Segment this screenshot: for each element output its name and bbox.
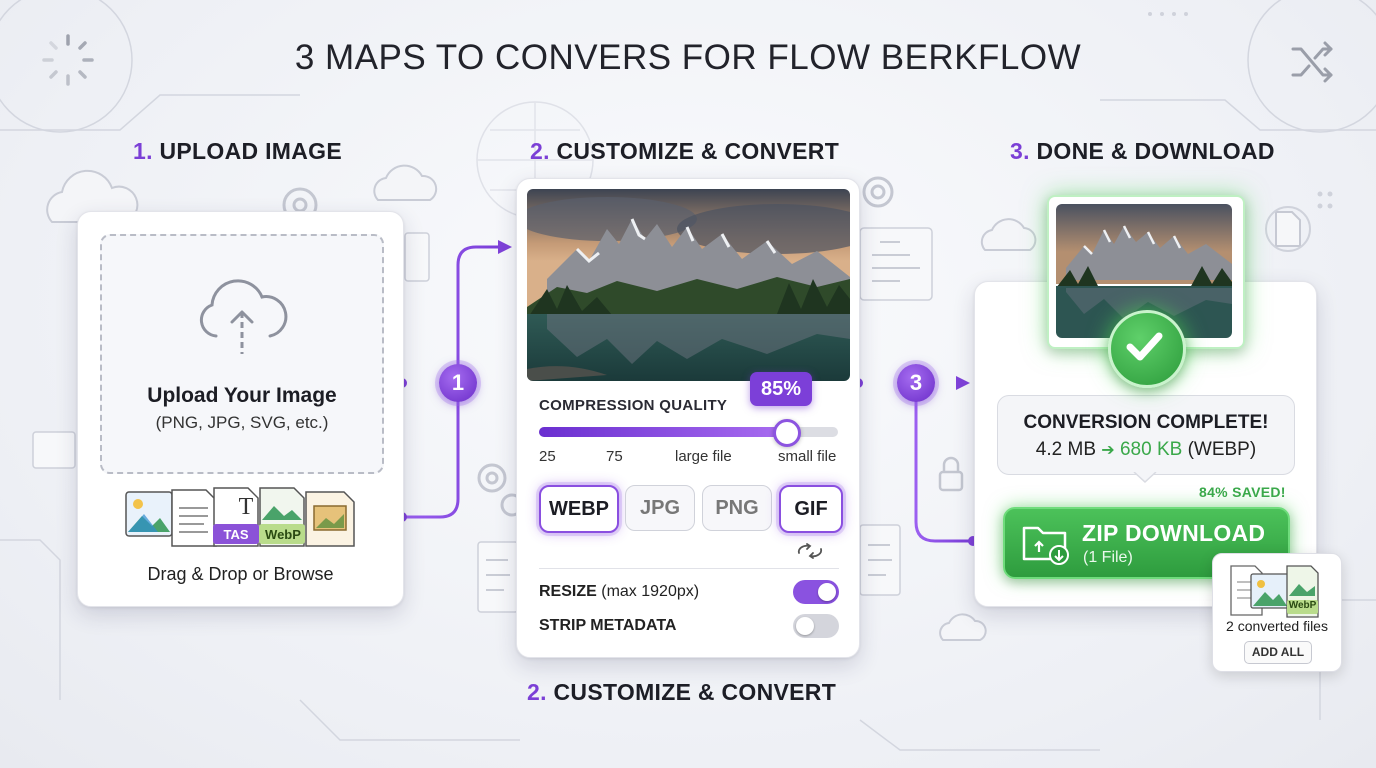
- upload-card: Upload Your Image (PNG, JPG, SVG, etc.): [77, 211, 404, 607]
- checkmark-icon: [1126, 332, 1163, 361]
- tick-25: 25: [539, 448, 556, 465]
- compression-quality-slider[interactable]: [539, 419, 838, 447]
- converted-files-icons: [1230, 565, 1319, 618]
- file-type-icons: [125, 487, 355, 547]
- step-1-label: UPLOAD IMAGE: [159, 138, 342, 164]
- zip-download-label: ZIP DOWNLOAD: [1082, 520, 1266, 546]
- divider: [539, 568, 839, 569]
- saved-percentage: 84% SAVED!: [1199, 484, 1286, 500]
- text-file-icon: [213, 487, 259, 547]
- cloud-upload-icon: [199, 279, 288, 354]
- shuffle-icon: [1291, 41, 1333, 83]
- folder-download-icon: [1022, 526, 1069, 565]
- slider-handle[interactable]: [773, 419, 802, 447]
- mini-webp-label: WebP: [1288, 600, 1317, 611]
- step-2-label: CUSTOMIZE & CONVERT: [556, 138, 840, 164]
- format-webp-button[interactable]: WEBP: [539, 485, 619, 533]
- strip-toggle-knob: [796, 617, 814, 635]
- conversion-complete-title: CONVERSION COMPLETE!: [1023, 412, 1269, 433]
- step-1-heading: 1. UPLOAD IMAGE: [133, 138, 342, 165]
- upload-title: Upload Your Image: [147, 384, 337, 407]
- upload-dropzone[interactable]: Upload Your Image (PNG, JPG, SVG, etc.): [100, 234, 384, 474]
- text-file-glyph: T: [238, 494, 254, 520]
- resize-toggle-knob: [818, 583, 836, 601]
- step-3-connector-badge: 3: [897, 364, 935, 402]
- tick-large-file: large file: [675, 448, 732, 465]
- step-1-connector-badge: 1: [439, 364, 477, 402]
- conversion-size-summary: 4.2 MB ➔ 680 KB (WEBP): [998, 439, 1294, 461]
- quality-value-badge: 85%: [750, 372, 812, 406]
- conversion-complete-box: CONVERSION COMPLETE! 4.2 MB ➔ 680 KB (WE…: [997, 395, 1295, 475]
- strip-metadata-toggle[interactable]: [793, 614, 839, 638]
- callout-pointer: [1133, 472, 1157, 484]
- size-from: 4.2 MB: [1035, 439, 1096, 460]
- zip-file-count: (1 File): [1083, 549, 1133, 566]
- resize-toggle[interactable]: [793, 580, 839, 604]
- resize-label: RESIZE: [539, 583, 597, 600]
- step-2-heading: 2. CUSTOMIZE & CONVERT: [530, 138, 839, 165]
- document-file-icon: [171, 489, 217, 547]
- bottom-caption-number: 2.: [527, 679, 547, 705]
- webp-file-icon: [259, 487, 305, 547]
- drag-drop-browse-link[interactable]: Drag & Drop or Browse: [147, 564, 334, 584]
- step-3-label: DONE & DOWNLOAD: [1036, 138, 1275, 164]
- compression-quality-label: COMPRESSION QUALITY: [539, 397, 728, 414]
- slider-fill: [539, 427, 785, 437]
- image-file-icon: [125, 491, 173, 537]
- tick-small-file: small file: [778, 448, 837, 465]
- customize-card: 85% COMPRESSION QUALITY 25 75 large file…: [516, 178, 860, 658]
- format-jpg-button[interactable]: JPG: [625, 485, 695, 531]
- step-3-heading: 3. DONE & DOWNLOAD: [1010, 138, 1275, 165]
- file-label-tas: TAS: [223, 527, 249, 542]
- converted-files-panel: WebP 2 converted files ADD ALL: [1212, 553, 1342, 672]
- resize-option-label: RESIZE (max 1920px): [539, 583, 699, 601]
- size-format: (WEBP): [1187, 439, 1257, 460]
- preview-image: [527, 189, 850, 381]
- bottom-caption: 2. CUSTOMIZE & CONVERT: [527, 679, 836, 706]
- strip-metadata-label: STRIP METADATA: [539, 617, 676, 635]
- add-all-button[interactable]: ADD ALL: [1244, 641, 1312, 664]
- step-1-number: 1.: [133, 138, 153, 164]
- page-title: 3 MAPS TO CONVERS FOR FLOW BERKFLOW: [294, 38, 1082, 77]
- step-3-number: 3.: [1010, 138, 1030, 164]
- bottom-caption-label: CUSTOMIZE & CONVERT: [553, 679, 837, 705]
- loading-spinner-icon: [42, 34, 94, 86]
- size-to: 680 KB: [1119, 439, 1183, 460]
- format-gif-button[interactable]: GIF: [779, 485, 843, 533]
- success-check-badge: [1108, 310, 1186, 388]
- step-2-number: 2.: [530, 138, 550, 164]
- tick-75: 75: [606, 448, 623, 465]
- converted-files-count: 2 converted files: [1226, 618, 1328, 634]
- size-arrow: ➔: [1101, 442, 1115, 459]
- format-png-button[interactable]: PNG: [702, 485, 772, 531]
- strip-metadata-text: STRIP METADATA: [539, 617, 677, 634]
- resize-note: (max 1920px): [601, 583, 700, 600]
- upload-formats: (PNG, JPG, SVG, etc.): [155, 413, 329, 432]
- refresh-icon[interactable]: [793, 541, 827, 561]
- file-label-webp: WebP: [265, 527, 301, 542]
- photo-file-icon: [305, 491, 355, 547]
